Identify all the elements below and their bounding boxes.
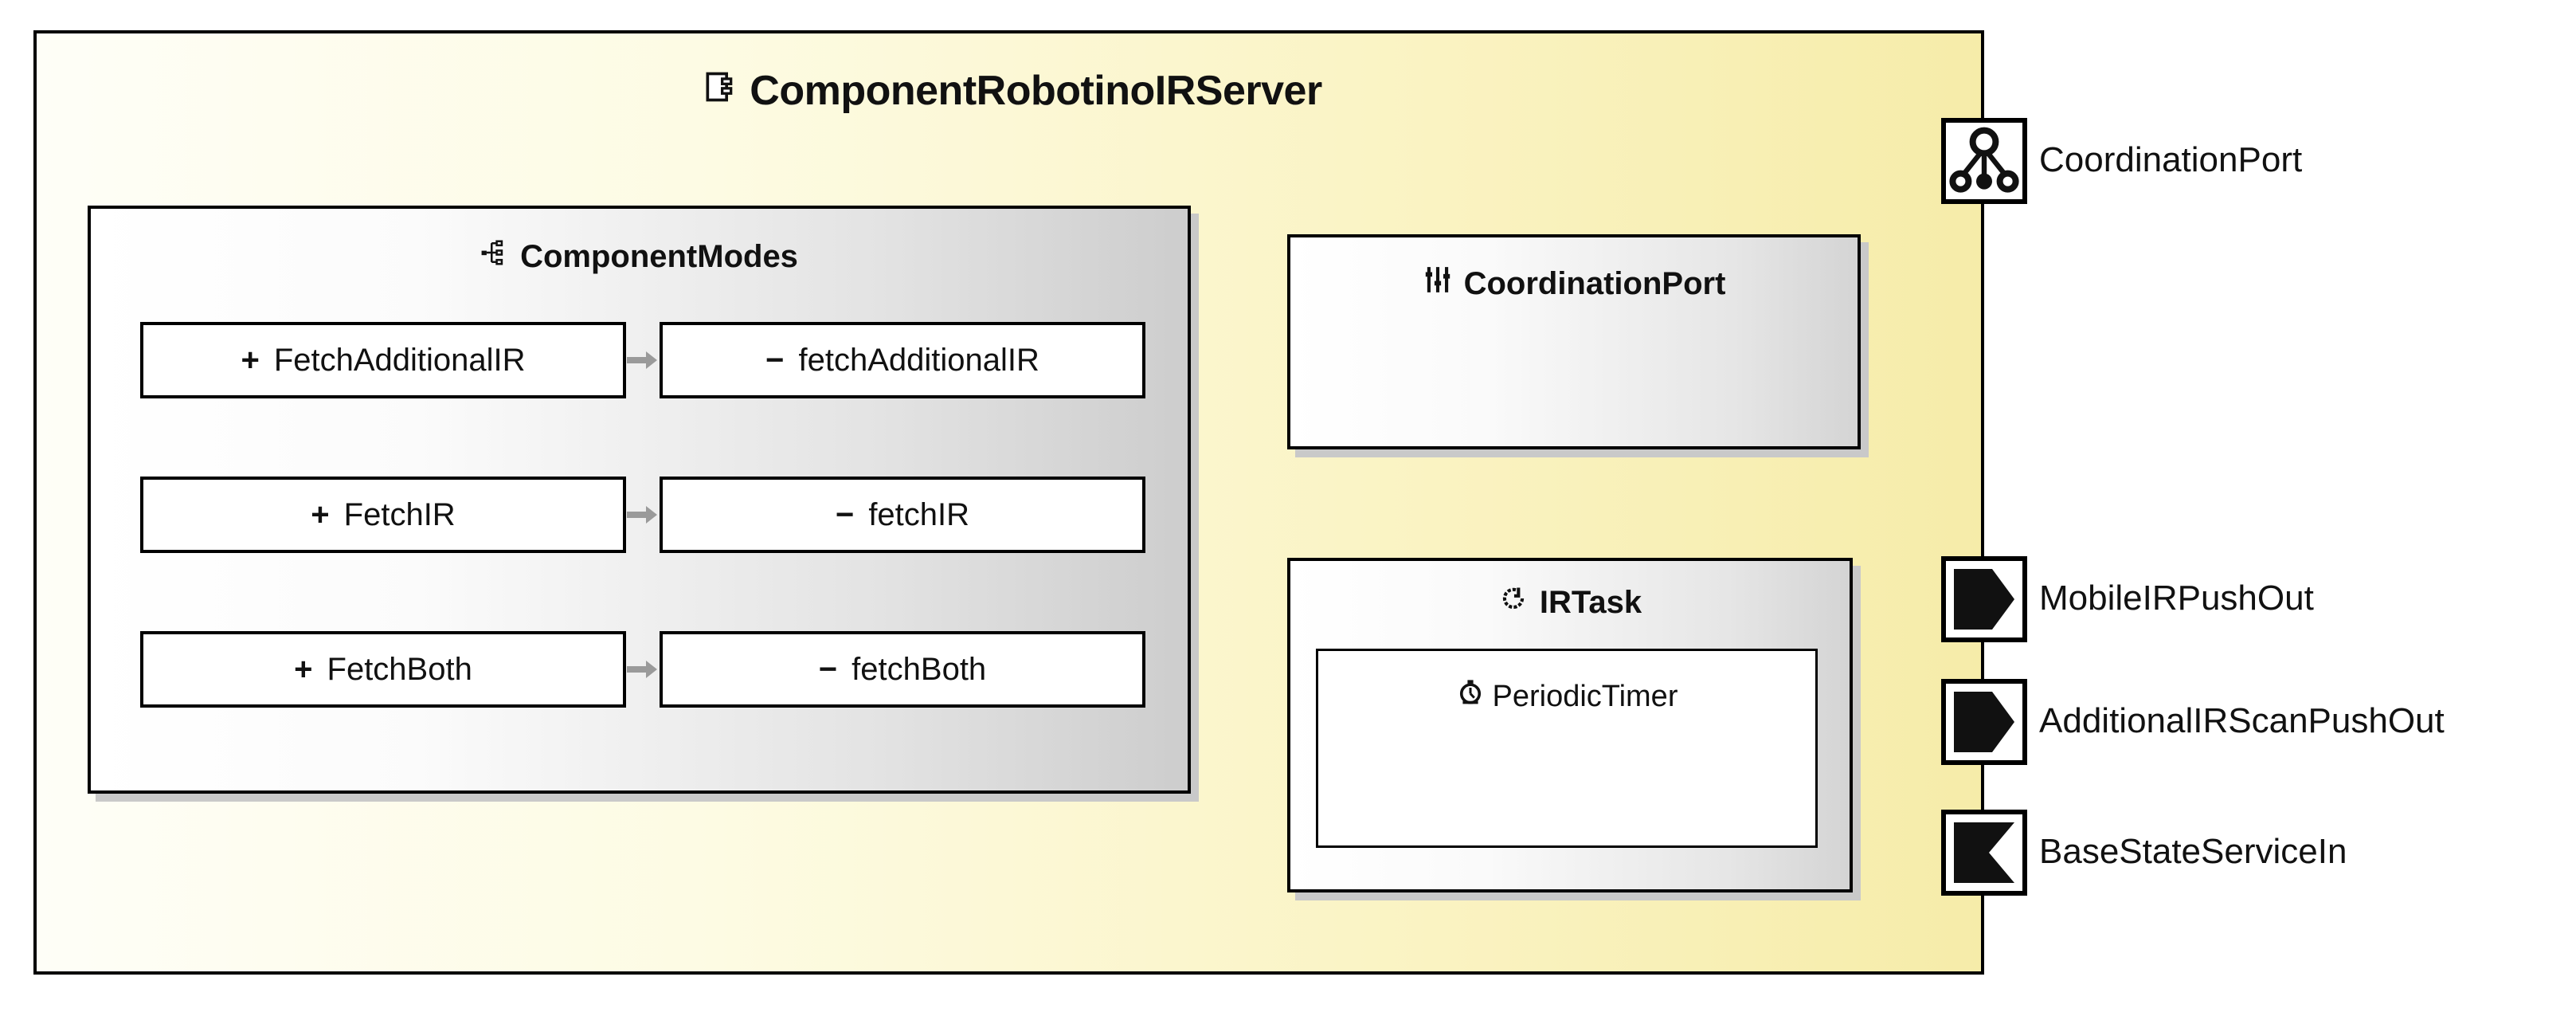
- mode-private-fetchboth[interactable]: − fetchBoth: [660, 631, 1145, 708]
- mode-arrow-icon: [626, 350, 660, 371]
- mode-private-fetchadditionalir[interactable]: − fetchAdditionalIR: [660, 322, 1145, 398]
- mode-private-label: fetchAdditionalIR: [798, 342, 1039, 378]
- stopwatch-icon: [1456, 678, 1485, 715]
- visibility-private-sign: −: [818, 652, 838, 687]
- mode-row: + FetchIR − fetchIR: [140, 477, 1145, 553]
- visibility-public-sign: +: [311, 497, 330, 532]
- sliders-icon: [1423, 265, 1453, 303]
- mode-public-fetchir[interactable]: + FetchIR: [140, 477, 626, 553]
- component-icon: [702, 67, 737, 115]
- port-base-state-service-in[interactable]: [1941, 810, 2027, 896]
- coordination-port-box-title-text: CoordinationPort: [1463, 265, 1726, 301]
- visibility-private-sign: −: [835, 497, 855, 532]
- port-label-coordination-port: CoordinationPort: [2039, 140, 2303, 179]
- coordination-port-icon: [1949, 127, 2019, 193]
- cycle-icon: [1498, 583, 1529, 622]
- mode-public-label: FetchIR: [343, 496, 456, 532]
- visibility-public-sign: +: [241, 343, 260, 378]
- periodic-timer-text: PeriodicTimer: [1492, 679, 1678, 713]
- ir-task-title-text: IRTask: [1539, 584, 1642, 620]
- mode-private-label: fetchBoth: [851, 651, 987, 687]
- coordination-port-box-title: CoordinationPort: [1290, 265, 1858, 303]
- periodic-timer-box[interactable]: PeriodicTimer: [1316, 649, 1818, 848]
- input-port-icon: [1954, 822, 2014, 883]
- port-label-base-state-service-in: BaseStateServiceIn: [2039, 832, 2347, 871]
- visibility-public-sign: +: [294, 652, 313, 687]
- port-label-mobile-ir-push-out: MobileIRPushOut: [2039, 579, 2314, 618]
- component-modes-title: ComponentModes: [91, 237, 1188, 276]
- port-label-additional-ir-scan-push-out: AdditionalIRScanPushOut: [2039, 701, 2445, 740]
- mode-private-fetchir[interactable]: − fetchIR: [660, 477, 1145, 553]
- page-title: ComponentRobotinoIRServer: [37, 67, 1987, 115]
- hierarchy-icon: [480, 237, 511, 276]
- mode-public-label: FetchBoth: [327, 651, 472, 687]
- coordination-port-box[interactable]: CoordinationPort: [1287, 234, 1861, 449]
- mode-row: + FetchAdditionalIR − fetchAdditionalIR: [140, 322, 1145, 398]
- output-port-icon: [1954, 569, 2014, 630]
- mode-arrow-icon: [626, 504, 660, 525]
- visibility-private-sign: −: [765, 343, 785, 378]
- port-coordination-port[interactable]: [1941, 118, 2027, 204]
- mode-public-fetchboth[interactable]: + FetchBoth: [140, 631, 626, 708]
- periodic-timer-label: PeriodicTimer: [1318, 678, 1815, 715]
- mode-row: + FetchBoth − fetchBoth: [140, 631, 1145, 708]
- output-port-icon: [1954, 692, 2014, 752]
- port-additional-ir-scan-push-out[interactable]: [1941, 679, 2027, 765]
- component-modes-title-text: ComponentModes: [520, 238, 798, 274]
- component-modes-panel[interactable]: ComponentModes + FetchAdditionalIR − fet…: [88, 206, 1191, 794]
- component-title-text: ComponentRobotinoIRServer: [750, 68, 1322, 114]
- port-mobile-ir-push-out[interactable]: [1941, 556, 2027, 642]
- mode-public-fetchadditionalir[interactable]: + FetchAdditionalIR: [140, 322, 626, 398]
- mode-arrow-icon: [626, 659, 660, 680]
- ir-task-title: IRTask: [1290, 583, 1850, 622]
- mode-private-label: fetchIR: [868, 496, 970, 532]
- ir-task-box[interactable]: IRTask PeriodicTimer: [1287, 558, 1853, 892]
- mode-public-label: FetchAdditionalIR: [273, 342, 526, 378]
